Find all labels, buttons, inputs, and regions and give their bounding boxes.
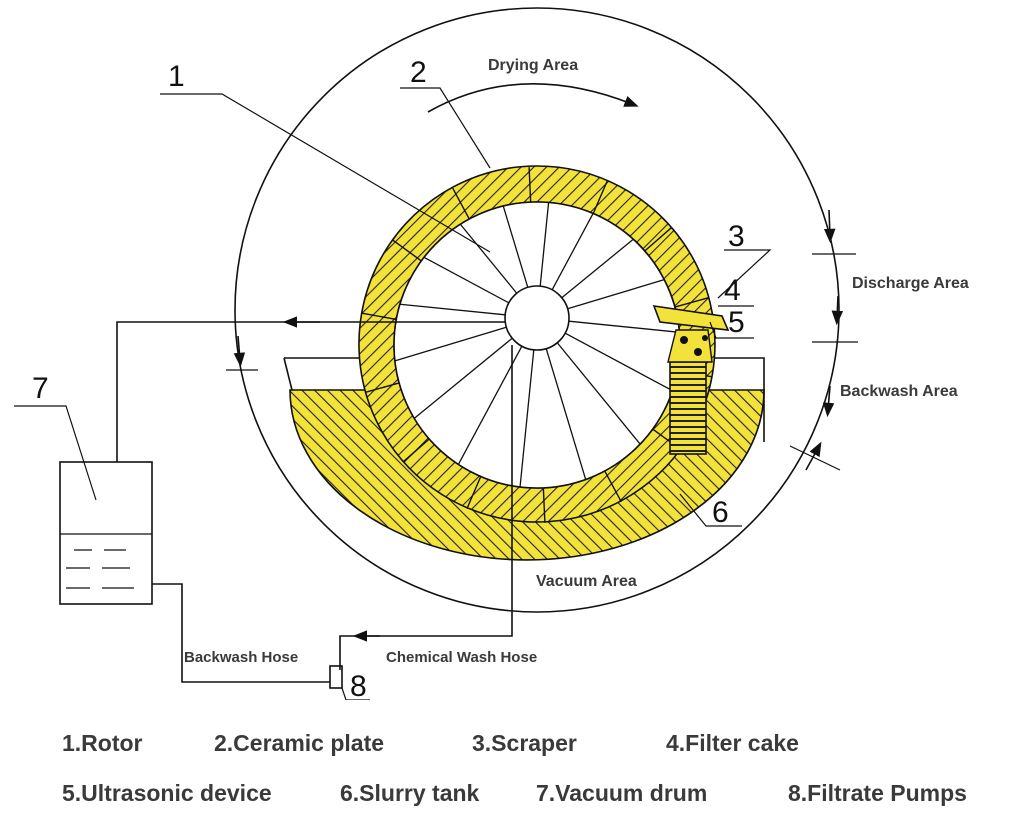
ring-divider — [452, 187, 470, 220]
filtrate-pump — [329, 665, 343, 689]
backwash-hose — [152, 583, 330, 683]
legend-item-filter-cake: 4.Filter cake — [666, 730, 799, 756]
number-label-3: 3 — [728, 220, 745, 253]
number-label-1: 1 — [168, 60, 185, 93]
rotor-spoke — [567, 279, 665, 310]
number-label-5: 5 — [728, 306, 745, 339]
vacuum-drum — [59, 461, 153, 605]
area-boundary-ticks — [226, 253, 858, 471]
ring-divider — [542, 487, 546, 523]
ring-divider — [402, 438, 430, 463]
number-label-2: 2 — [410, 56, 427, 89]
rotor-spoke — [564, 332, 673, 392]
leader-lines — [14, 87, 772, 700]
backwash-area-label: Backwash Area — [840, 383, 958, 400]
ring-divider — [365, 382, 400, 393]
rotor-spoke — [561, 238, 634, 299]
legend-item-slurry-tank: 6.Slurry tank — [340, 780, 480, 806]
ring-divider — [592, 181, 608, 214]
legend-item-vacuum-drum: 7.Vacuum drum — [536, 780, 708, 806]
rotor-spoke — [413, 337, 513, 419]
outer-circle — [234, 7, 840, 613]
rotary-ceramic-filter-diagram: 1 2 3 4 5 6 7 8 Drying Area Discharge Ar… — [14, 7, 969, 700]
legend-item-ceramic-plate: 2.Ceramic plate — [214, 730, 385, 756]
ring-divider — [528, 167, 532, 203]
number-label-8: 8 — [350, 670, 367, 700]
legend-item-scraper: 3.Scraper — [472, 730, 577, 756]
rotor-spoke — [459, 223, 518, 294]
boundary-arrows — [233, 209, 844, 471]
ring-divider — [392, 239, 422, 262]
number-label-4: 4 — [724, 274, 741, 307]
rotor-spoke — [539, 202, 550, 287]
rotation-arrow — [427, 83, 639, 113]
legend-item-rotor: 1.Rotor — [62, 730, 143, 756]
ring-divider — [644, 227, 672, 252]
legend: 1.Rotor 2.Ceramic plate 3.Scraper 4.Filt… — [0, 720, 1024, 830]
rotor-spoke — [502, 205, 529, 288]
chemical-wash-hose-label: Chemical Wash Hose — [386, 649, 537, 666]
number-label-6: 6 — [712, 496, 729, 529]
rotor-spoke — [568, 320, 680, 333]
rotor-spoke — [551, 213, 594, 291]
rotor-spoke — [556, 342, 641, 445]
ring-divider — [466, 476, 482, 509]
chemical-wash-hose — [339, 345, 513, 670]
drying-area-label: Drying Area — [488, 57, 578, 74]
rotor-spoke — [545, 348, 587, 480]
number-label-7: 7 — [32, 372, 49, 405]
discharge-column — [667, 329, 713, 455]
discharge-area-label: Discharge Area — [852, 275, 969, 292]
backwash-hose-label: Backwash Hose — [184, 649, 298, 666]
rotor-spoke — [394, 326, 507, 362]
ring-divider — [604, 470, 622, 503]
vacuum-line — [116, 321, 505, 462]
ring-divider — [361, 312, 397, 321]
ring-divider — [674, 297, 709, 308]
legend-item-filtrate-pumps: 8.Filtrate Pumps — [788, 780, 967, 806]
rotor-hub — [504, 285, 570, 351]
vacuum-area-label: Vacuum Area — [536, 573, 637, 590]
rotor-spoke — [399, 303, 506, 316]
scraper — [652, 305, 730, 331]
legend-item-ultrasonic-device: 5.Ultrasonic device — [62, 780, 272, 806]
rotor-spoke — [519, 349, 535, 488]
rotor-spoke — [423, 256, 510, 304]
